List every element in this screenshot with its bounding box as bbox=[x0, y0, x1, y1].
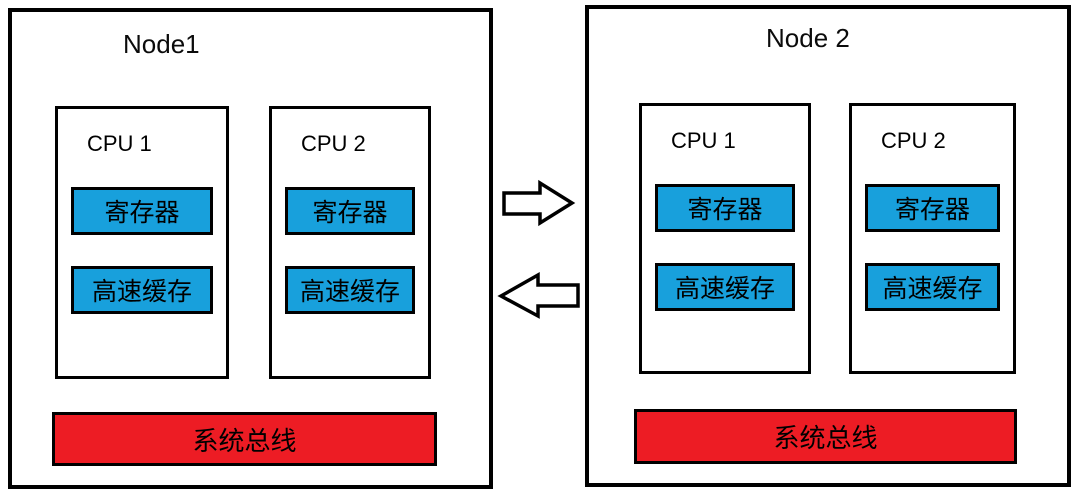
node1-cpu2-box: CPU 2 寄存器 高速缓存 bbox=[269, 106, 431, 379]
node1-box: Node1 CPU 1 寄存器 高速缓存 CPU 2 寄存器 高速缓存 系统总线 bbox=[8, 8, 493, 489]
node1-cpu2-label: CPU 2 bbox=[301, 131, 366, 156]
inter-node-arrows bbox=[497, 179, 580, 319]
node2-cpu1-cache-chip: 高速缓存 bbox=[655, 263, 795, 311]
node1-cpu1-register-chip: 寄存器 bbox=[71, 187, 213, 235]
arrow-left-icon bbox=[497, 271, 580, 319]
node1-cpu1-label: CPU 1 bbox=[87, 131, 152, 156]
node2-title: Node 2 bbox=[766, 23, 850, 53]
node2-box: Node 2 CPU 1 寄存器 高速缓存 CPU 2 寄存器 高速缓存 系统总… bbox=[585, 5, 1071, 487]
node2-cpu1-box: CPU 1 寄存器 高速缓存 bbox=[639, 103, 811, 374]
node2-cpu1-label: CPU 1 bbox=[671, 128, 736, 153]
node1-cpu1-box: CPU 1 寄存器 高速缓存 bbox=[55, 106, 229, 379]
node2-cpu1-register-chip: 寄存器 bbox=[655, 184, 795, 232]
node2-cpu2-box: CPU 2 寄存器 高速缓存 bbox=[849, 103, 1016, 374]
node1-cpu2-cache-chip: 高速缓存 bbox=[285, 266, 415, 314]
node2-cpu2-register-chip: 寄存器 bbox=[865, 184, 1000, 232]
node2-cpu2-label: CPU 2 bbox=[881, 128, 946, 153]
node1-cpu2-register-chip: 寄存器 bbox=[285, 187, 415, 235]
node2-system-bus: 系统总线 bbox=[634, 409, 1017, 464]
node1-cpu1-cache-chip: 高速缓存 bbox=[71, 266, 213, 314]
node1-system-bus: 系统总线 bbox=[52, 412, 437, 466]
node1-title: Node1 bbox=[123, 29, 200, 59]
node2-cpu2-cache-chip: 高速缓存 bbox=[865, 263, 1000, 311]
arrow-right-icon bbox=[502, 179, 576, 227]
